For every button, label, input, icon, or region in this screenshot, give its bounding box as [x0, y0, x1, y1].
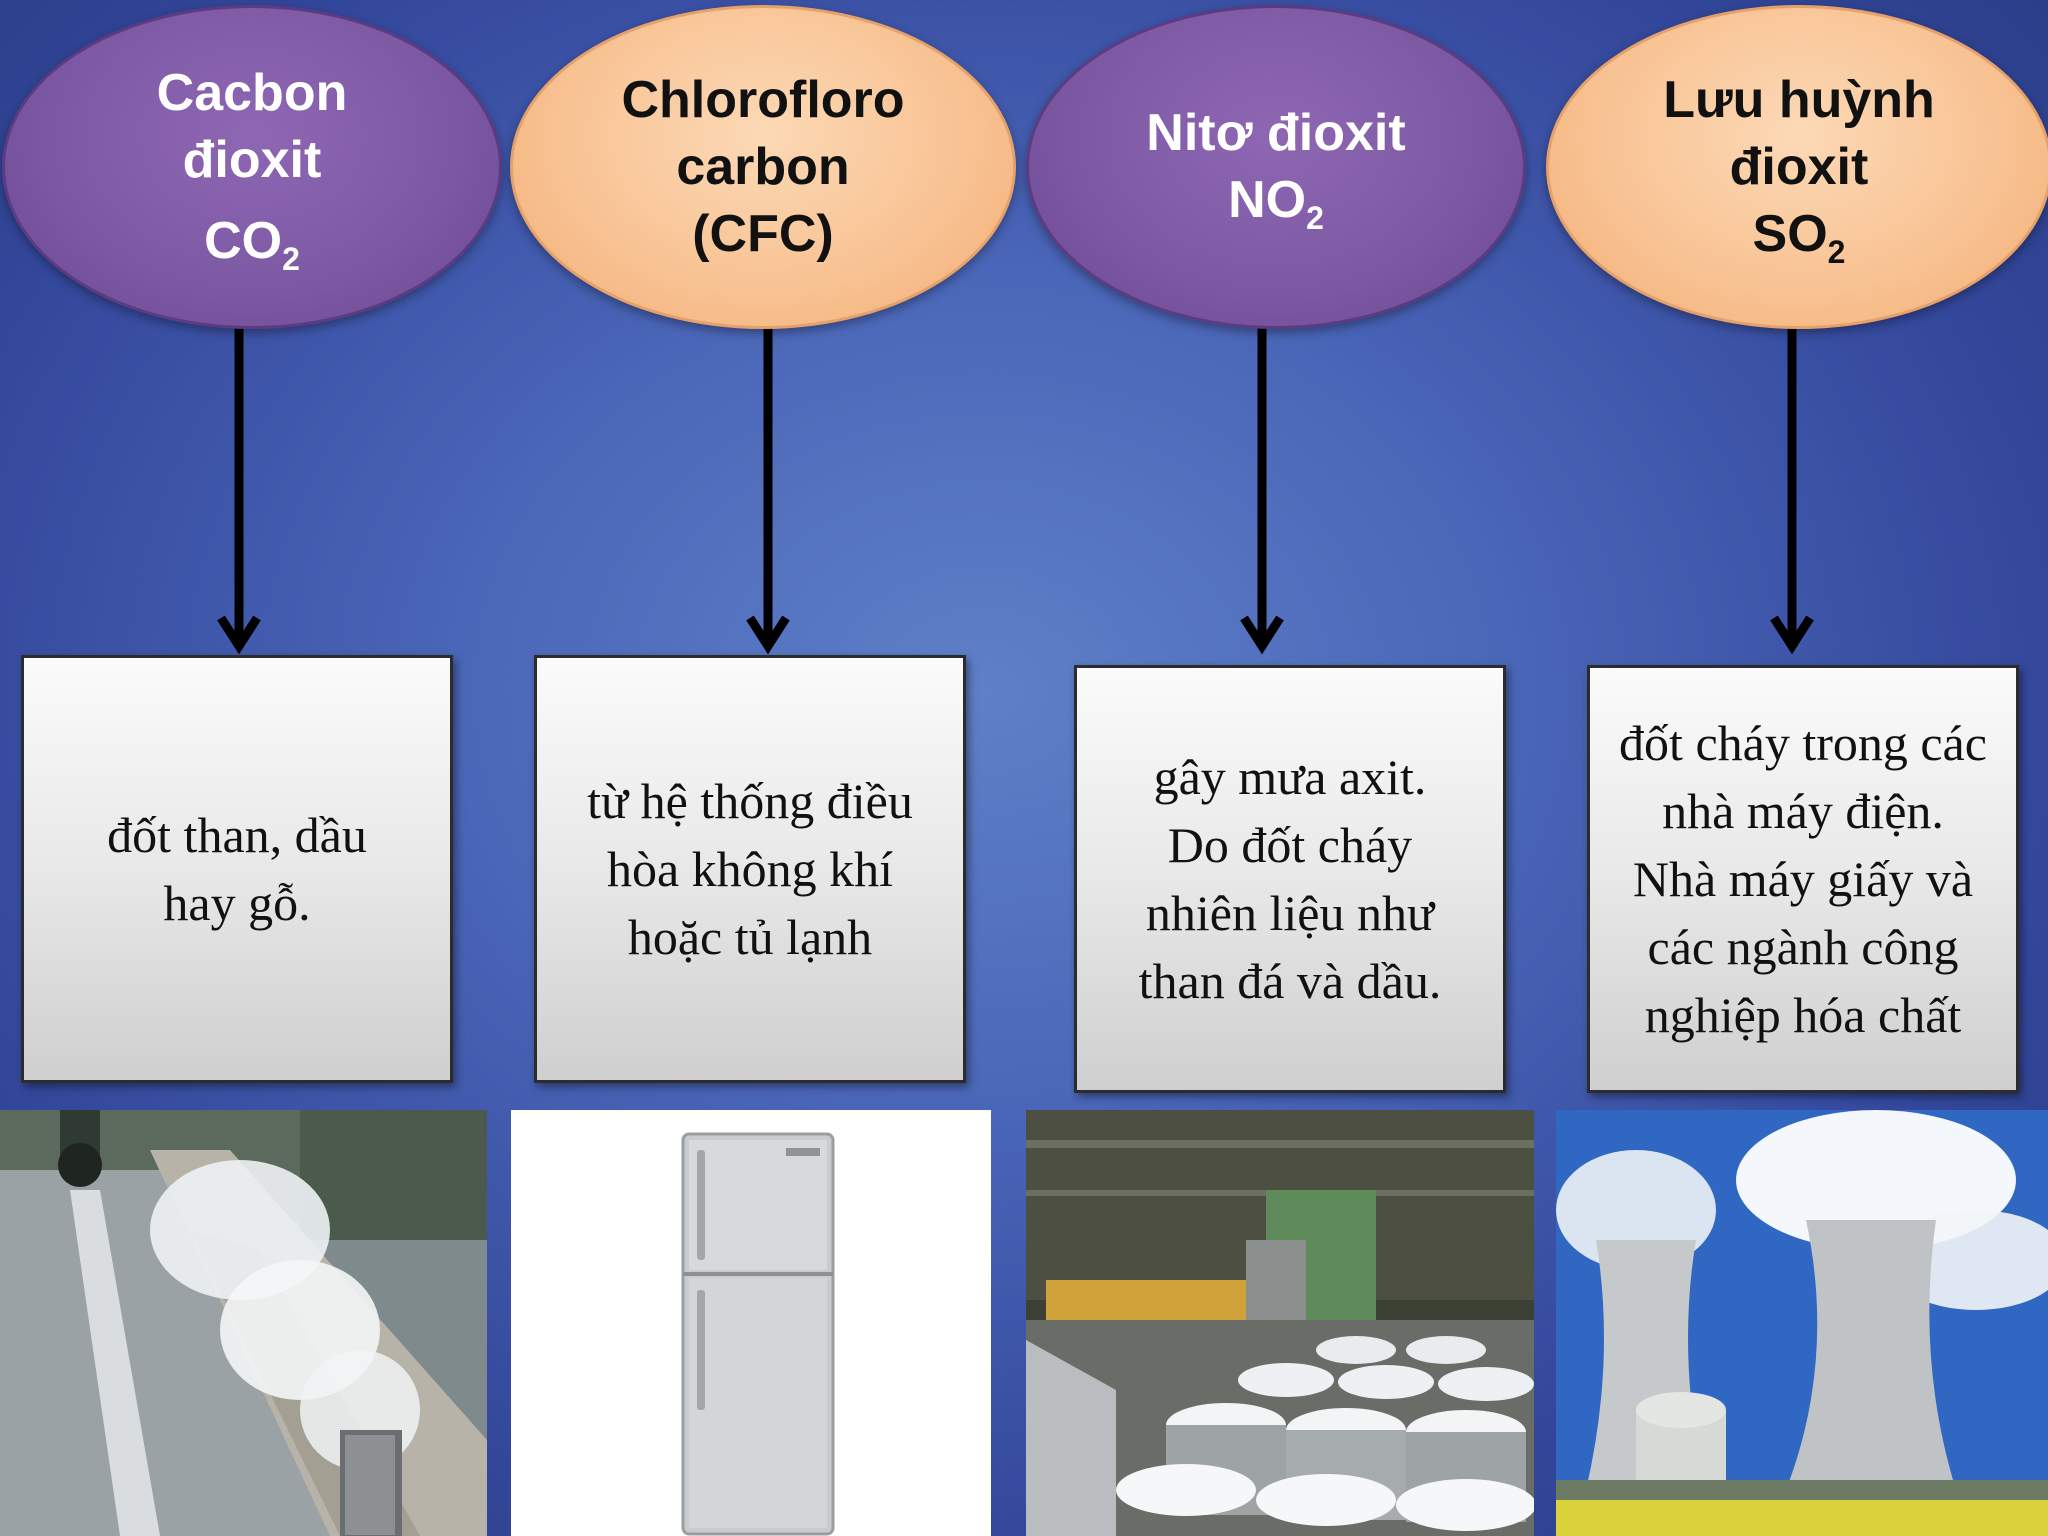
- node-so2-title-line-2: đioxit: [1729, 137, 1869, 196]
- node-so2-title-line-1: Lưu huỳnh: [1663, 70, 1935, 129]
- arrow-2: [746, 325, 790, 655]
- refrigerator-image: [511, 1110, 991, 1536]
- node-co2-title-line-2: đioxit: [182, 130, 322, 189]
- power-plant-cooling-towers-image: [1556, 1110, 2048, 1536]
- node-cfc-oval: Chlorofloro carbon (CFC): [510, 5, 1016, 329]
- node-no2-formula: NO2: [1228, 171, 1324, 236]
- node-so2-oval: Lưu huỳnh đioxit SO2: [1546, 5, 2048, 329]
- node-cfc-title-line-1: Chlorofloro: [621, 70, 905, 129]
- node-cfc-title-line-2: carbon: [676, 137, 850, 196]
- node-no2-oval: Nitơ đioxit NO2: [1026, 5, 1526, 329]
- node-so2-description: đốt cháy trong các nhà máy điện. Nhà máy…: [1587, 665, 2019, 1093]
- chemical-factory-barrels-image: [1026, 1110, 1534, 1536]
- node-cfc-title-line-3: (CFC): [692, 204, 834, 263]
- node-co2-description: đốt than, dầu hay gỗ.: [21, 655, 453, 1083]
- arrow-3: [1240, 325, 1284, 655]
- node-so2-formula: SO2: [1752, 204, 1846, 270]
- node-no2-description: gây mưa axit. Do đốt cháy nhiên liệu như…: [1074, 665, 1506, 1093]
- node-no2-title-line-1: Nitơ đioxit: [1146, 104, 1406, 162]
- arrow-4: [1770, 325, 1814, 655]
- node-co2-formula: CO2: [204, 211, 300, 277]
- node-co2-title-line-1: Cacbon: [156, 63, 348, 122]
- node-cfc-description: từ hệ thống điều hòa không khí hoặc tủ l…: [534, 655, 966, 1083]
- arrow-1: [217, 325, 261, 655]
- node-co2-oval: Cacbon đioxit CO2: [2, 5, 502, 329]
- car-exhaust-smoke-image: [0, 1110, 487, 1536]
